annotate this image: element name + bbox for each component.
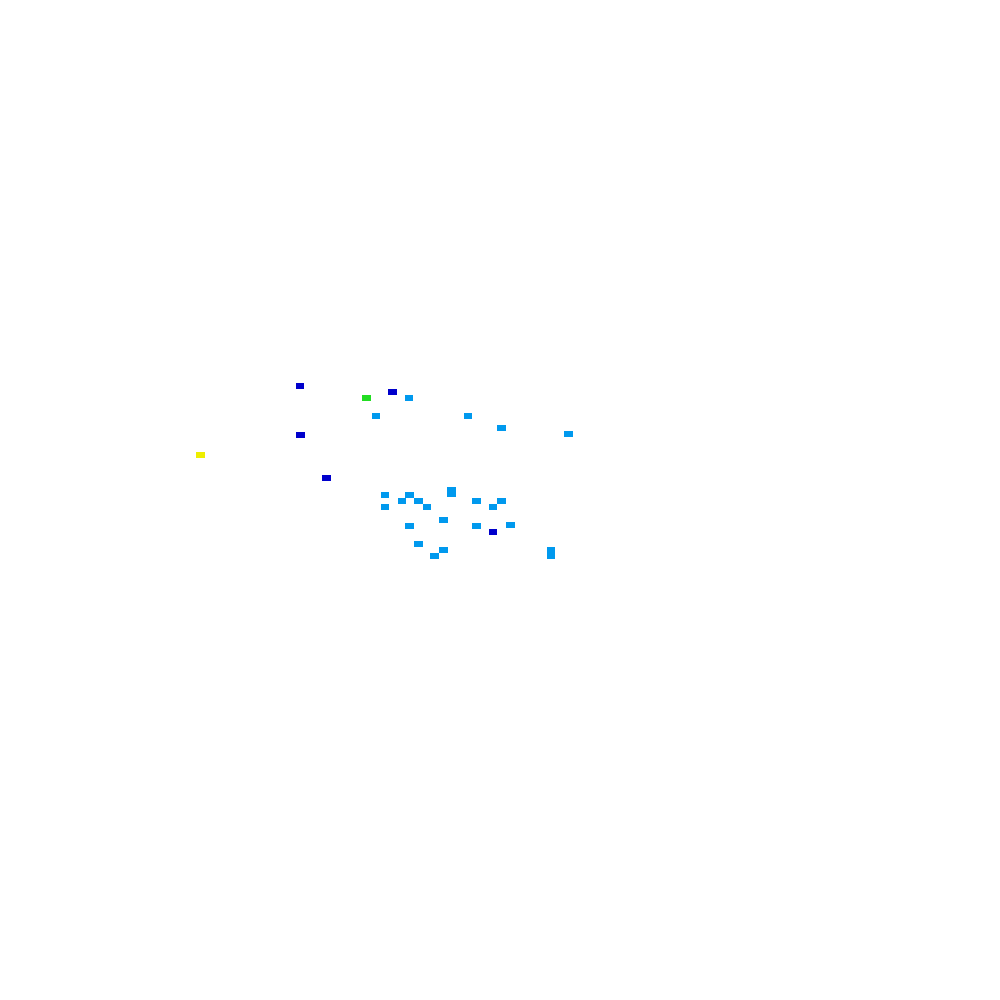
pixel-mark-deep-blue [388,389,397,395]
pixel-mark-light-blue [439,547,448,553]
pixel-mark-light-blue [547,547,555,559]
pixel-mark-light-blue [472,498,481,504]
pixel-mark-light-blue [381,504,389,510]
pixel-mark-light-blue [381,492,389,498]
pixel-mark-light-blue [497,498,506,504]
pixel-mark-light-blue [489,504,497,510]
pixel-mark-light-blue [414,541,423,547]
pixel-mark-light-blue [497,425,506,431]
pixel-mark-light-blue [506,522,515,528]
pixel-mark-deep-blue [489,529,497,535]
pixel-mark-light-blue [372,413,380,419]
pixel-mark-deep-blue [322,475,331,481]
pixel-mark-light-blue [430,553,439,559]
pixel-mark-light-blue [472,523,481,529]
pixel-mark-light-blue [564,431,573,437]
pixel-mark-light-blue [405,395,413,401]
pixel-mark-deep-blue [296,432,305,438]
pixel-mark-yellow [196,452,205,458]
pixel-mark-light-blue [398,498,406,504]
pixel-mark-light-blue [405,523,414,529]
pixel-mark-green [362,395,371,401]
pixel-mark-light-blue [423,504,431,510]
pixel-mark-light-blue [414,498,423,504]
pixel-mark-light-blue [405,492,414,498]
pixel-mark-light-blue [439,517,448,523]
pixel-mark-deep-blue [296,383,304,389]
pixel-mark-light-blue [447,487,456,497]
pixel-mark-light-blue [464,413,472,419]
